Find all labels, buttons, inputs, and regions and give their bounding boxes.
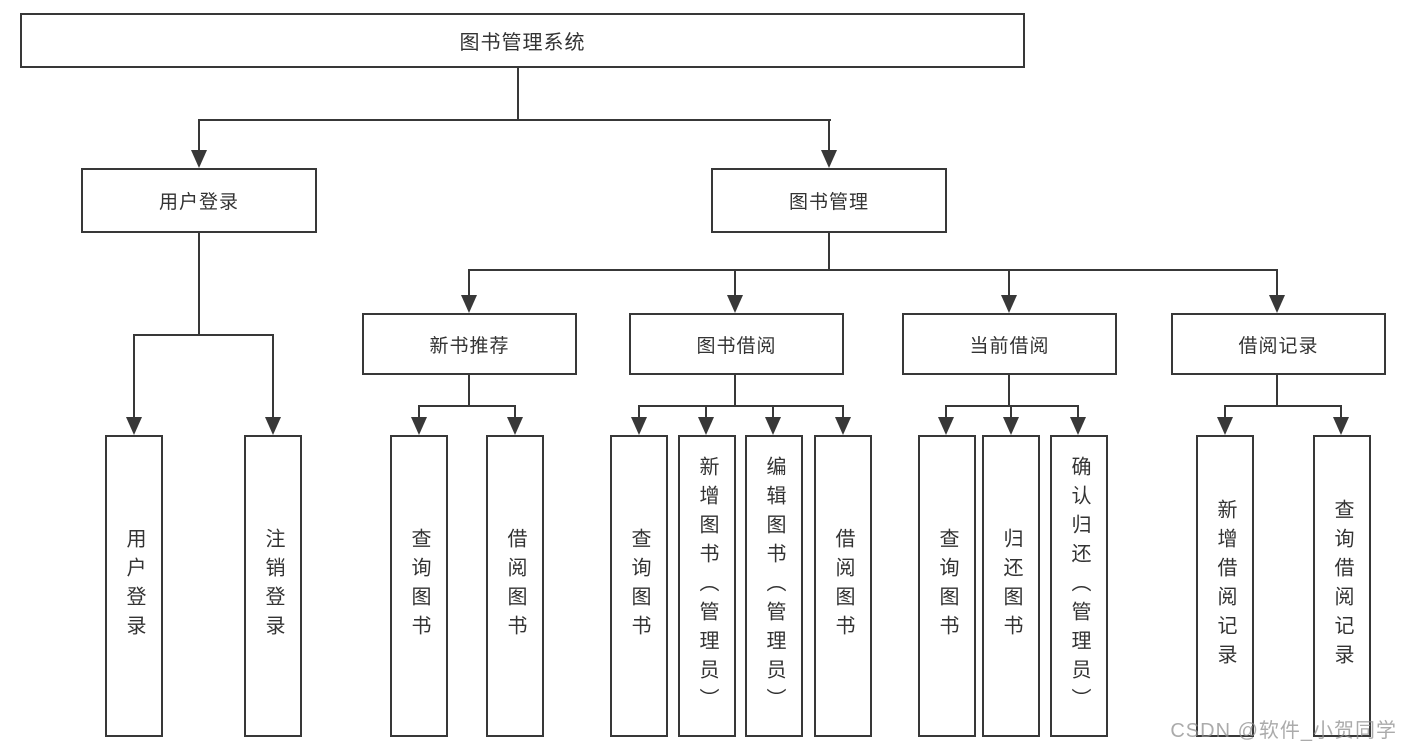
connector-current-borrow-stem	[1008, 375, 1010, 407]
node-logout-action: 注销登录	[244, 435, 302, 737]
node-edit-books-admin: 编辑图书（管理员）	[745, 435, 803, 737]
node-label: 新增借阅记录	[1214, 499, 1236, 673]
node-user-login-action: 用户登录	[105, 435, 163, 737]
node-label: 查询图书	[936, 528, 958, 644]
connector-drop	[705, 405, 707, 419]
node-label: 查询借阅记录	[1331, 499, 1353, 673]
arrow-down-icon	[126, 417, 142, 435]
connector-drop	[772, 405, 774, 419]
node-label: 用户登录	[123, 528, 145, 644]
connector-new-book-branch	[418, 405, 516, 407]
connector-records-stem	[1276, 375, 1278, 407]
connector-root-branch	[198, 119, 831, 121]
node-system-label: 图书管理系统	[459, 32, 586, 54]
node-borrowing-records-label: 借阅记录	[1238, 335, 1319, 357]
connector-drop	[1077, 405, 1079, 419]
arrow-down-icon	[191, 150, 207, 168]
csdn-watermark: CSDN @软件_小贺同学	[1170, 720, 1397, 742]
node-label: 借阅图书	[504, 528, 526, 644]
node-label: 归还图书	[1000, 528, 1022, 644]
node-label: 确认归还（管理员）	[1068, 455, 1090, 717]
arrow-down-icon	[1001, 295, 1017, 313]
arrow-down-icon	[1070, 417, 1086, 435]
arrow-down-icon	[727, 295, 743, 313]
connector-drop-current-borrow	[1008, 269, 1010, 297]
node-label: 注销登录	[262, 528, 284, 644]
node-borrowing-records: 借阅记录	[1171, 313, 1386, 375]
node-add-books-admin: 新增图书（管理员）	[678, 435, 736, 737]
arrow-down-icon	[1333, 417, 1349, 435]
connector-root-stem	[517, 68, 519, 121]
connector-book-mgmt-branch	[468, 269, 1278, 271]
arrow-down-icon	[461, 295, 477, 313]
node-book-management: 图书管理	[711, 168, 947, 233]
arrow-down-icon	[631, 417, 647, 435]
connector-user-login-branch	[133, 334, 274, 336]
arrow-down-icon	[835, 417, 851, 435]
connector-drop-login-action	[133, 334, 135, 419]
arrow-down-icon	[265, 417, 281, 435]
node-label: 查询图书	[628, 528, 650, 644]
node-current-borrowing: 当前借阅	[902, 313, 1117, 375]
node-borrow-books-newrec: 借阅图书	[486, 435, 544, 737]
node-book-management-label: 图书管理	[788, 192, 869, 213]
arrow-down-icon	[1003, 417, 1019, 435]
connector-drop	[418, 405, 420, 419]
node-query-books-newrec: 查询图书	[390, 435, 448, 737]
node-label: 借阅图书	[832, 528, 854, 644]
connector-records-branch	[1224, 405, 1342, 407]
node-new-book-recommend-label: 新书推荐	[429, 335, 510, 357]
arrow-down-icon	[507, 417, 523, 435]
node-query-books-current: 查询图书	[918, 435, 976, 737]
connector-drop	[1340, 405, 1342, 419]
connector-drop-book-borrow	[734, 269, 736, 297]
connector-drop-borrow-records	[1276, 269, 1278, 297]
arrow-down-icon	[1269, 295, 1285, 313]
connector-drop	[1010, 405, 1012, 419]
connector-drop-book-mgmt	[828, 119, 830, 152]
node-query-books-borrow: 查询图书	[610, 435, 668, 737]
node-confirm-return-admin: 确认归还（管理员）	[1050, 435, 1108, 737]
node-label: 查询图书	[408, 528, 430, 644]
node-label: 编辑图书（管理员）	[763, 455, 785, 717]
connector-drop-user-login	[198, 119, 200, 152]
arrow-down-icon	[1217, 417, 1233, 435]
arrow-down-icon	[411, 417, 427, 435]
connector-book-borrow-stem	[734, 375, 736, 407]
node-new-book-recommend: 新书推荐	[362, 313, 577, 375]
node-label: 新增图书（管理员）	[696, 455, 718, 717]
connector-book-mgmt-stem	[828, 233, 830, 271]
node-return-books: 归还图书	[982, 435, 1040, 737]
connector-new-book-stem	[468, 375, 470, 407]
node-system: 图书管理系统	[20, 13, 1025, 68]
connector-drop	[1224, 405, 1226, 419]
connector-drop-new-book	[468, 269, 470, 297]
node-borrow-books-borrow: 借阅图书	[814, 435, 872, 737]
node-book-borrowing-label: 图书借阅	[696, 335, 777, 357]
arrow-down-icon	[698, 417, 714, 435]
arrow-down-icon	[938, 417, 954, 435]
connector-drop	[945, 405, 947, 419]
connector-drop-logout-action	[272, 334, 274, 419]
node-current-borrowing-label: 当前借阅	[969, 335, 1050, 357]
node-user-login: 用户登录	[81, 168, 317, 233]
connector-user-login-stem	[198, 233, 200, 336]
connector-current-borrow-branch	[945, 405, 1079, 407]
arrow-down-icon	[821, 150, 837, 168]
node-add-borrow-record: 新增借阅记录	[1196, 435, 1254, 737]
connector-drop	[514, 405, 516, 419]
node-query-borrow-record: 查询借阅记录	[1313, 435, 1371, 737]
node-user-login-label: 用户登录	[158, 192, 239, 213]
connector-book-borrow-branch	[638, 405, 844, 407]
connector-drop	[638, 405, 640, 419]
arrow-down-icon	[765, 417, 781, 435]
node-book-borrowing: 图书借阅	[629, 313, 844, 375]
connector-drop	[842, 405, 844, 419]
